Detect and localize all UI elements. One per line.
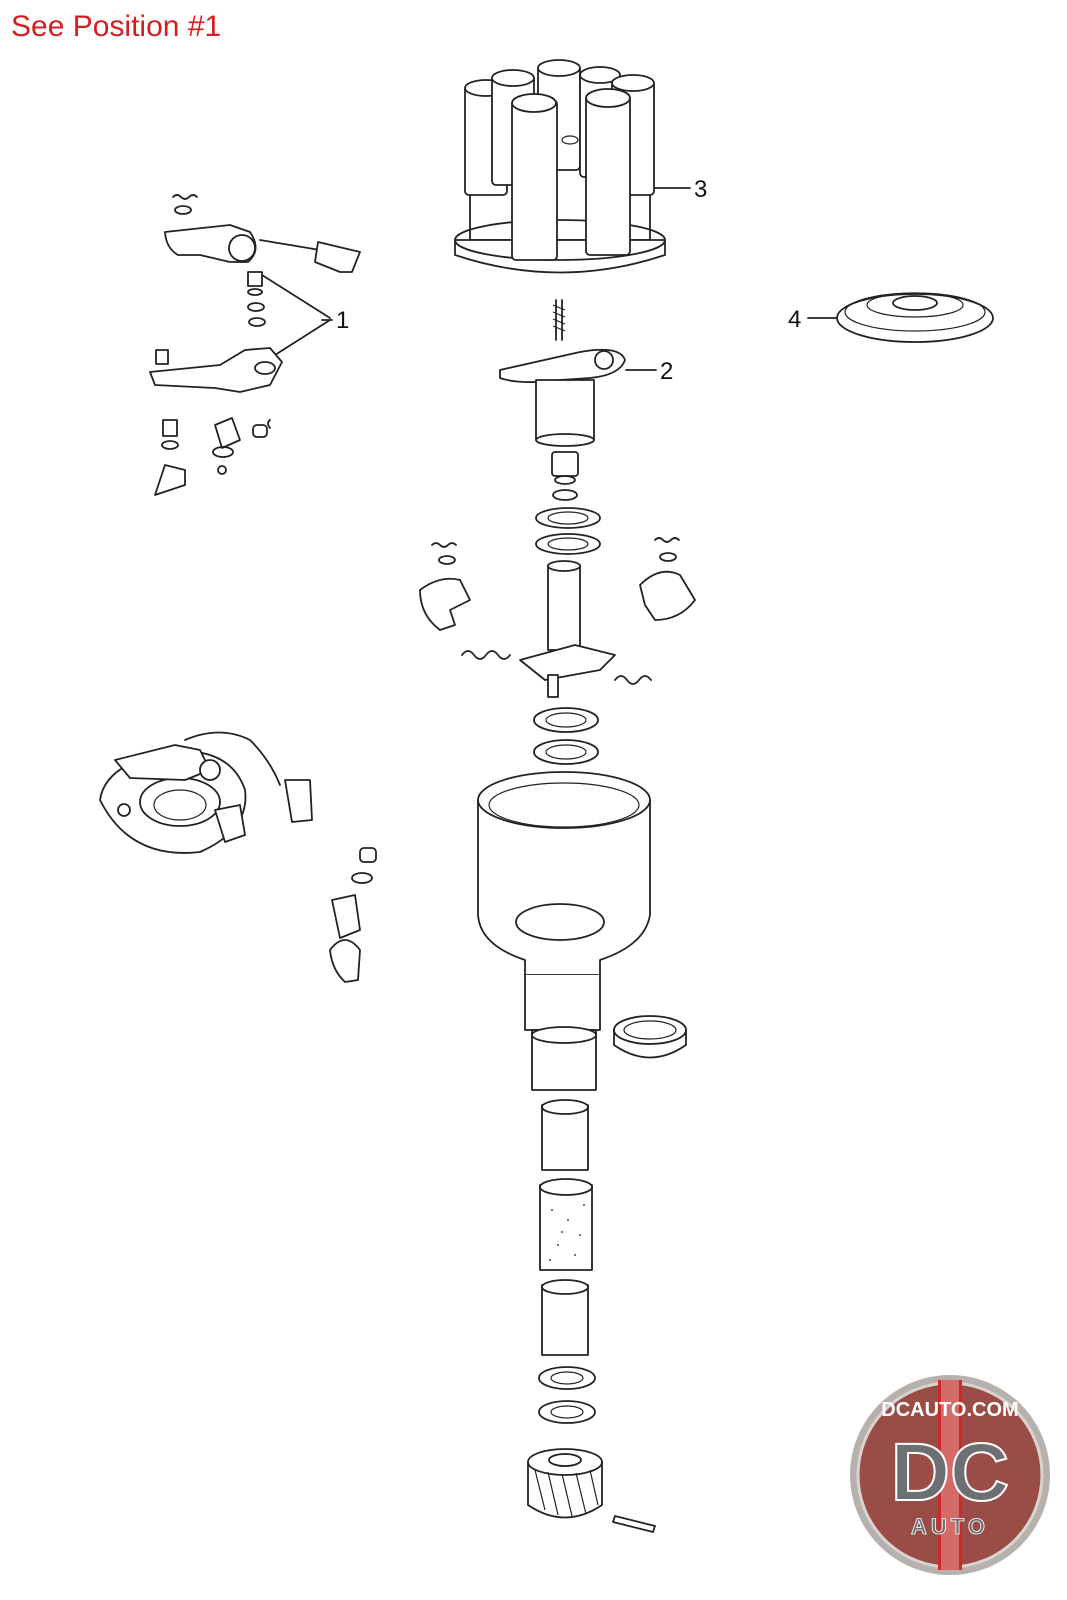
logo-top-text: DCAUTO.COM: [881, 1399, 1018, 1421]
condenser-clip: [329, 847, 377, 983]
distributor-shaft: [419, 537, 696, 698]
seal-ring: [613, 1015, 687, 1059]
bushings: [539, 1099, 593, 1356]
callout-3: 3: [694, 176, 707, 203]
callout-2: 2: [660, 358, 673, 385]
distributor-housing: [477, 771, 651, 1091]
thrust-washers: [533, 707, 599, 765]
dcauto-logo: DCAUTO.COM DC AUTO: [850, 1375, 1050, 1575]
distributor-cap: [454, 59, 666, 274]
position-note: See Position #1: [11, 10, 222, 43]
dust-shield: [836, 292, 994, 343]
bottom-washers-and-gear: [527, 1366, 656, 1533]
breaker-plate: [99, 731, 313, 854]
logo-bottom-text: AUTO: [911, 1514, 989, 1539]
breaker-points: [149, 194, 361, 496]
rotor: [499, 299, 626, 447]
callout-1: 1: [336, 307, 349, 334]
logo-mark: DC: [891, 1427, 1009, 1518]
felt-and-washers: [535, 451, 601, 555]
callout-4: 4: [788, 306, 801, 333]
